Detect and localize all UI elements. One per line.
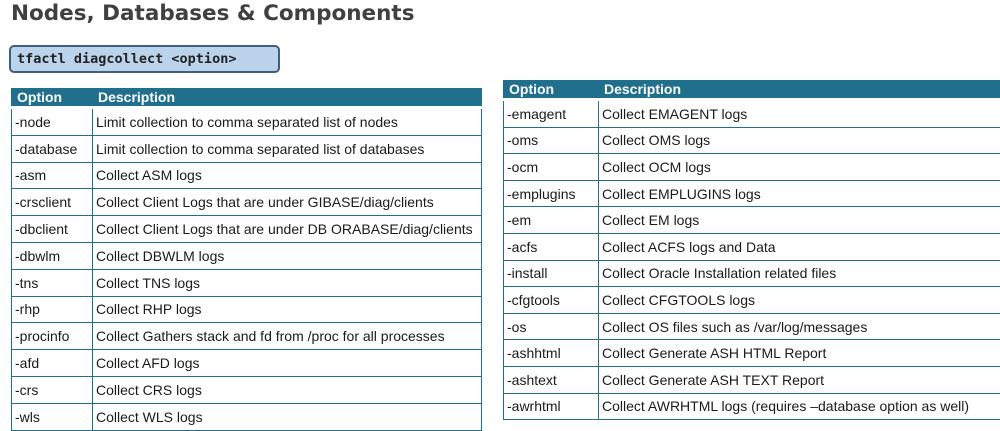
command-box: tfactl diagcollect <option> — [9, 45, 280, 73]
option-cell: -tns — [12, 269, 93, 296]
description-cell: Collect TNS logs — [93, 269, 482, 296]
description-cell: Collect OCM logs — [599, 154, 1000, 181]
option-cell: -emplugins — [504, 180, 599, 207]
table-header-row: Option Description — [12, 89, 482, 108]
option-cell: -afd — [12, 350, 93, 377]
option-cell: -ocm — [504, 154, 599, 181]
option-cell: -oms — [504, 127, 599, 154]
option-cell: -dbwlm — [12, 242, 93, 269]
description-cell: Collect OS files such as /var/log/messag… — [599, 313, 1000, 340]
description-cell: Collect AFD logs — [93, 350, 482, 377]
column-header-option: Option — [12, 89, 93, 108]
description-cell: Collect RHP logs — [93, 296, 482, 323]
option-cell: -database — [12, 135, 93, 162]
description-cell: Collect EMPLUGINS logs — [599, 180, 1000, 207]
column-header-description: Description — [599, 81, 1000, 100]
page-title: Nodes, Databases & Components — [11, 0, 415, 28]
option-cell: -procinfo — [12, 323, 93, 350]
description-cell: Collect WLS logs — [93, 403, 482, 430]
option-cell: -awrhtml — [504, 393, 599, 420]
table-header-row: Option Description — [504, 81, 1000, 100]
column-header-option: Option — [504, 81, 599, 100]
option-cell: -ashtext — [504, 366, 599, 393]
option-cell: -node — [12, 108, 93, 136]
option-cell: -os — [504, 313, 599, 340]
description-cell: Collect CRS logs — [93, 376, 482, 403]
description-cell: Collect CFGTOOLS logs — [599, 287, 1000, 314]
description-cell: Collect Oracle Installation related file… — [599, 260, 1000, 287]
description-cell: Limit collection to comma separated list… — [93, 135, 482, 162]
description-cell: Collect Generate ASH HTML Report — [599, 340, 1000, 367]
description-cell: Collect ACFS logs and Data — [599, 233, 1000, 260]
option-cell: -emagent — [504, 100, 599, 128]
option-cell: -ashhtml — [504, 340, 599, 367]
description-cell: Limit collection to comma separated list… — [93, 108, 482, 136]
description-cell: Collect OMS logs — [599, 127, 1000, 154]
description-cell: Collect Generate ASH TEXT Report — [599, 366, 1000, 393]
option-cell: -rhp — [12, 296, 93, 323]
option-cell: -em — [504, 207, 599, 234]
description-cell: Collect Client Logs that are under DB OR… — [93, 216, 482, 243]
description-cell: Collect Gathers stack and fd from /proc … — [93, 323, 482, 350]
description-cell: Collect EMAGENT logs — [599, 100, 1000, 128]
option-cell: -crsclient — [12, 189, 93, 216]
description-cell: Collect AWRHTML logs (requires –database… — [599, 393, 1000, 420]
column-header-description: Description — [93, 89, 482, 108]
option-cell: -crs — [12, 376, 93, 403]
option-cell: -install — [504, 260, 599, 287]
option-cell: -cfgtools — [504, 287, 599, 314]
description-cell: Collect DBWLM logs — [93, 242, 482, 269]
option-cell: -dbclient — [12, 216, 93, 243]
option-cell: -acfs — [504, 233, 599, 260]
description-cell: Collect EM logs — [599, 207, 1000, 234]
option-cell: -asm — [12, 162, 93, 189]
description-cell: Collect ASM logs — [93, 162, 482, 189]
description-cell: Collect Client Logs that are under GIBAS… — [93, 189, 482, 216]
option-cell: -wls — [12, 403, 93, 430]
